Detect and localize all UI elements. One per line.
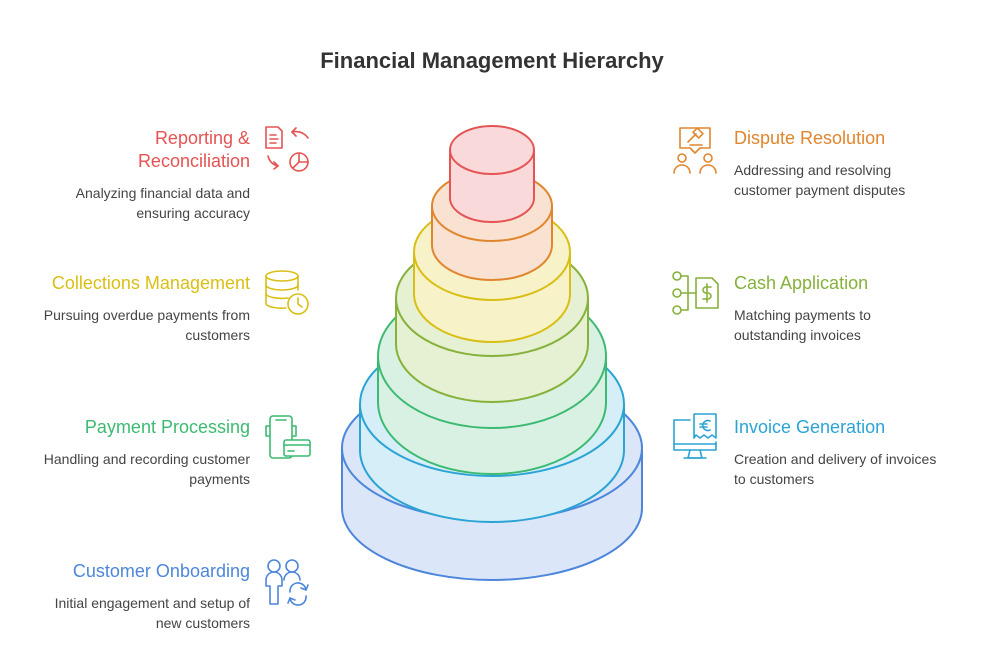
cash-flow-icon <box>672 271 719 315</box>
report-chart-icon <box>265 126 309 172</box>
item-dispute: Dispute Resolution Addressing and resolv… <box>734 127 905 200</box>
dispute-gavel-icon <box>673 127 717 174</box>
item-invoice: Invoice Generation Creation and delivery… <box>734 416 936 489</box>
item-payment: Payment Processing Handling and recordin… <box>44 416 250 489</box>
item-payment-desc: Handling and recording customer payments <box>43 451 250 487</box>
item-payment-title: Payment Processing <box>84 417 250 437</box>
item-onboarding-title: Customer Onboarding <box>72 561 250 581</box>
diagram-title: Financial Management Hierarchy <box>320 48 664 73</box>
item-reporting-desc: Analyzing financial data and ensuring ac… <box>75 185 250 221</box>
item-dispute-desc: Addressing and resolving customer paymen… <box>734 162 906 198</box>
coins-clock-icon <box>265 270 309 315</box>
item-cash-desc: Matching payments to outstanding invoice… <box>734 307 871 343</box>
item-reporting: Reporting & Reconciliation Analyzing fin… <box>76 127 250 223</box>
item-reporting-title-2: Reconciliation <box>137 151 250 171</box>
item-cash: Cash Application Matching payments to ou… <box>734 272 871 345</box>
payment-terminal-icon <box>265 415 311 459</box>
item-dispute-title: Dispute Resolution <box>734 128 886 148</box>
item-onboarding-desc: Initial engagement and setup of new cust… <box>54 595 250 631</box>
item-invoice-desc: Creation and delivery of invoices to cus… <box>734 451 937 487</box>
item-invoice-title: Invoice Generation <box>734 417 886 437</box>
invoice-monitor-icon <box>673 413 717 459</box>
item-collections-desc: Pursuing overdue payments from customers <box>43 307 250 343</box>
item-cash-title: Cash Application <box>734 273 869 293</box>
layer-reporting <box>449 125 535 223</box>
users-sync-icon <box>265 559 309 606</box>
item-onboarding: Customer Onboarding Initial engagement a… <box>55 560 250 633</box>
item-reporting-title-1: Reporting & <box>154 128 250 148</box>
item-collections-title: Collections Management <box>51 273 250 293</box>
item-collections: Collections Management Pursuing overdue … <box>44 272 250 345</box>
